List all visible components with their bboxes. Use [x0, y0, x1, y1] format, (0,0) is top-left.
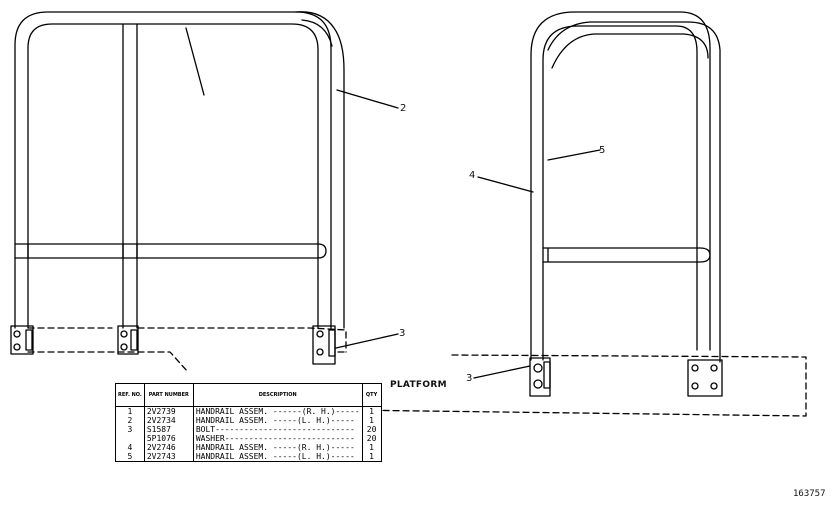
row-qty: 20 [361, 434, 382, 443]
right-mid-rail [542, 247, 711, 263]
header-part-number: PART NUMBER [143, 383, 194, 407]
header-qty: QTY [361, 383, 382, 407]
header-description: DESCRIPTION [192, 383, 363, 407]
left-top-hatch [185, 27, 205, 96]
row-qty: 1 [361, 406, 382, 416]
leader-5 [547, 149, 601, 161]
left-mid-rail [14, 243, 327, 259]
row-ref: 4 [115, 443, 145, 452]
right-rear-rail [547, 21, 721, 363]
row-ref: 1 [115, 406, 145, 416]
row-part-number: 2V2734 [143, 416, 194, 425]
parts-table: REF. NO. PART NUMBER DESCRIPTION QTY 1 2… [115, 383, 382, 462]
row-qty: 20 [361, 425, 382, 434]
row-part-number: 2V2739 [143, 406, 194, 416]
callout-5: 5 [599, 145, 606, 156]
left-bracket-3 [312, 325, 336, 365]
row-description: HANDRAIL ASSEM. -----(L. H.)----- [192, 452, 363, 462]
table-row: 4 2V2746 HANDRAIL ASSEM. -----(R. H.)---… [115, 443, 382, 452]
row-part-number: 5P1076 [143, 434, 194, 443]
callout-3-right: 3 [466, 373, 473, 384]
left-front-rail-inner [27, 23, 319, 329]
row-part-number: 2V2743 [143, 452, 194, 462]
row-part-number: 2V2746 [143, 443, 194, 452]
row-ref: 3 [115, 425, 145, 434]
left-platform-outline [27, 327, 347, 373]
right-front-rail-inner [542, 25, 698, 361]
left-rear-rail-inner [301, 19, 333, 47]
left-bracket-1 [10, 325, 34, 355]
row-description: BOLT----------------------------- [192, 425, 363, 434]
left-handrail-assembly [10, 11, 345, 365]
leader-3-left [335, 333, 399, 349]
leader-2 [336, 89, 399, 109]
callout-4: 4 [469, 170, 476, 181]
platform-label: PLATFORM [390, 380, 447, 390]
right-handrail-assembly [529, 11, 723, 397]
row-ref: 5 [115, 452, 145, 462]
row-description: HANDRAIL ASSEM. ------(R. H.)----- [192, 406, 363, 416]
row-qty: 1 [361, 452, 382, 462]
row-ref [115, 434, 145, 443]
parts-table-header: REF. NO. PART NUMBER DESCRIPTION QTY [115, 383, 382, 407]
left-bracket-2 [117, 325, 139, 355]
table-row: 3 S1587 BOLT----------------------------… [115, 425, 382, 434]
right-rear-rail-inner [551, 33, 709, 69]
row-qty: 1 [361, 443, 382, 452]
right-bracket-rear [687, 359, 723, 397]
header-ref-no: REF. NO. [115, 383, 145, 407]
table-row: 5 2V2743 HANDRAIL ASSEM. -----(L. H.)---… [115, 452, 382, 462]
row-description: HANDRAIL ASSEM. -----(L. H.)----- [192, 416, 363, 425]
leader-3-right [473, 365, 531, 379]
row-description: WASHER--------------------------- [192, 434, 363, 443]
callout-2: 2 [400, 103, 407, 114]
row-ref: 2 [115, 416, 145, 425]
row-description: HANDRAIL ASSEM. -----(R. H.)----- [192, 443, 363, 452]
figure-number: 163757 [793, 489, 826, 499]
row-part-number: S1587 [143, 425, 194, 434]
left-rear-rail [295, 11, 345, 329]
leader-4 [477, 176, 534, 193]
table-row: 2 2V2734 HANDRAIL ASSEM. -----(L. H.)---… [115, 416, 382, 425]
row-qty: 1 [361, 416, 382, 425]
table-row: 1 2V2739 HANDRAIL ASSEM. ------(R. H.)--… [115, 406, 382, 416]
left-center-post [122, 23, 138, 329]
table-row: 5P1076 WASHER---------------------------… [115, 434, 382, 443]
right-front-rail-outer [530, 11, 711, 361]
callout-3-left: 3 [399, 328, 406, 339]
left-front-rail-outer [14, 11, 332, 329]
right-bracket-front [529, 357, 551, 397]
